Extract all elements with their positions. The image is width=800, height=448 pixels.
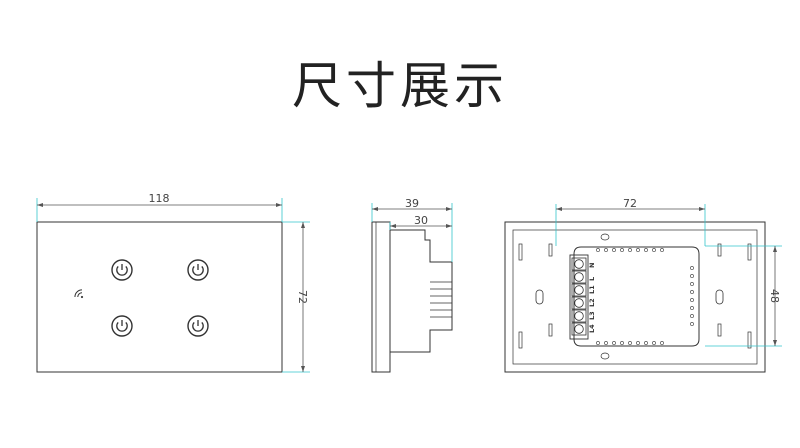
back-height-arrow-bottom: [773, 340, 777, 346]
back-width-arrow-right: [699, 207, 705, 211]
back-height-arrow-top: [773, 246, 777, 252]
back-width-label: 72: [623, 197, 637, 210]
back-mount-hole-left: [535, 289, 544, 305]
front-height-arrow-top: [301, 222, 305, 228]
front-width-arrow-left: [37, 203, 43, 207]
back-bottom-hole: [600, 352, 610, 360]
front-height-label: 72: [296, 290, 309, 304]
front-width-label: 118: [149, 192, 170, 205]
back-width-arrow-left: [556, 207, 562, 211]
power-icon: [116, 321, 128, 332]
side-ribs: [430, 281, 452, 318]
back-slot-left-mid1: [548, 243, 553, 257]
power-icon: [116, 265, 128, 276]
back-slot-left-top: [518, 243, 523, 261]
back-module: [573, 246, 700, 347]
touch-button-4: [187, 315, 209, 337]
side-body: [390, 229, 453, 353]
touch-button-ring: [187, 315, 209, 337]
page-title: 尺寸展示: [292, 57, 508, 115]
side-body-arrow-right: [446, 224, 452, 228]
terminal-label-L: L: [588, 277, 596, 281]
side-faceplate: [371, 221, 391, 373]
terminal-block: [569, 254, 589, 340]
terminal-label-L1: L1: [588, 285, 596, 294]
touch-button-ring: [187, 259, 209, 281]
back-slot-right-top: [747, 243, 752, 261]
terminal-label-L2: L2: [588, 298, 596, 307]
back-mount-hole-right: [715, 289, 724, 305]
terminal-screws: [571, 257, 587, 336]
front-width-arrow-right: [276, 203, 282, 207]
back-outer-frame: [504, 221, 766, 373]
side-body-arrow-left: [390, 224, 396, 228]
terminal-label-L3: L3: [588, 311, 596, 320]
front-view: 118 72: [36, 192, 310, 373]
side-body-label: 30: [414, 214, 428, 227]
side-total-arrow-left: [372, 207, 378, 211]
power-icon: [192, 265, 204, 276]
touch-button-3: [111, 315, 133, 337]
back-slot-right-bottom: [747, 331, 752, 349]
power-icon: [192, 321, 204, 332]
touch-button-ring: [111, 315, 133, 337]
front-height-arrow-bottom: [301, 366, 305, 372]
back-slot-right-mid2: [717, 323, 722, 337]
back-module-dots: [596, 248, 694, 345]
back-slot-left-bottom: [518, 331, 523, 349]
back-view: L4 L3 L2 L1 L N 72 48: [504, 197, 782, 373]
front-panel: [36, 221, 283, 373]
side-total-arrow-right: [446, 207, 452, 211]
touch-button-2: [187, 259, 209, 281]
terminal-label-N: N: [588, 263, 596, 268]
back-slot-right-mid1: [717, 243, 722, 257]
wifi-icon: [74, 289, 84, 299]
side-total-label: 39: [405, 197, 419, 210]
back-inner-frame: [512, 229, 758, 365]
back-slot-left-mid2: [548, 323, 553, 337]
terminal-label-L4: L4: [588, 324, 596, 333]
side-view: 39 30: [371, 197, 453, 373]
back-top-hole: [600, 233, 610, 241]
touch-button-ring: [111, 259, 133, 281]
touch-button-1: [111, 259, 133, 281]
back-height-label: 48: [768, 289, 781, 303]
